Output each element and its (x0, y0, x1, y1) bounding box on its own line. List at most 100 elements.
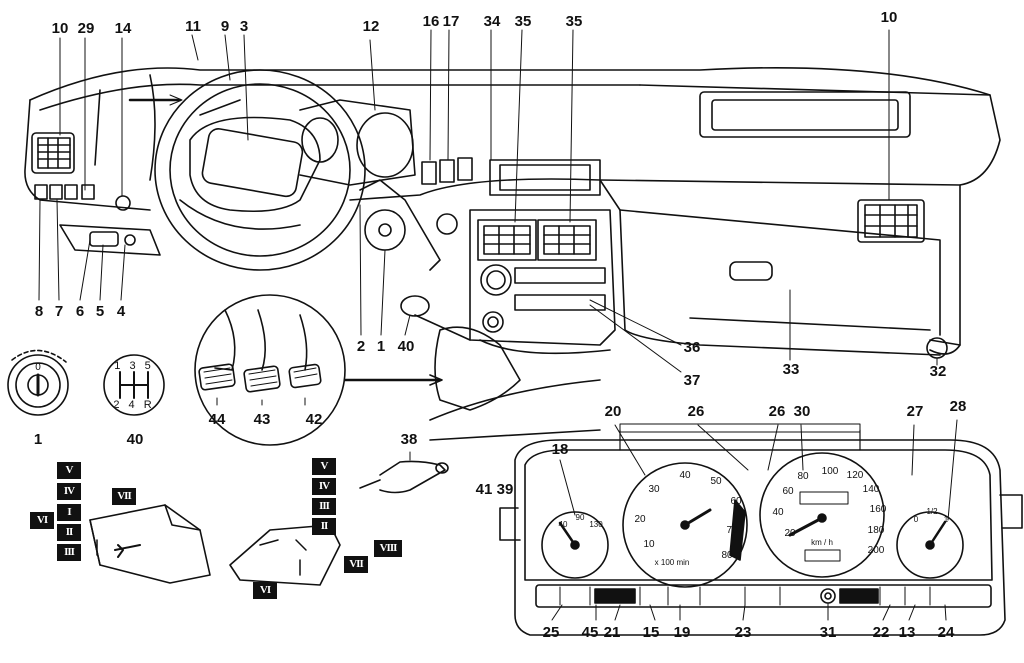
callout-4: 4 (116, 303, 126, 320)
fuel-tick-half: 1/2 (926, 507, 938, 516)
gear-pattern (103, 354, 165, 416)
instrument-cluster (499, 419, 1023, 636)
position-II-right: II (312, 518, 336, 535)
fuel-tick-full: 1 (943, 515, 949, 524)
stalk-right (229, 524, 341, 586)
speedo-tick-40: 40 (772, 507, 784, 518)
callout-17: 17 (442, 13, 460, 30)
speedo-unit: km / h (811, 538, 833, 547)
lever-38 (359, 451, 449, 494)
callout-1-light-switch: 1 (33, 431, 43, 448)
pedals-detail (194, 294, 443, 446)
callout-44: 44 (208, 411, 226, 428)
position-III-right: III (312, 498, 336, 515)
tacho-tick-60: 60 (730, 496, 742, 507)
center-console (469, 209, 616, 355)
callout-35-right: 35 (565, 13, 583, 30)
callout-45: 45 (581, 624, 599, 641)
callout-28: 28 (949, 398, 967, 415)
tacho-tick-10: 10 (643, 539, 655, 550)
gear-pattern-top: 1 3 5 (114, 360, 154, 372)
callout-15: 15 (642, 624, 660, 641)
speedo-tick-120: 120 (846, 470, 864, 481)
position-IV-left: IV (57, 483, 81, 500)
position-IV-right: IV (312, 478, 336, 495)
callout-2: 2 (356, 338, 366, 355)
speedo-tick-60: 60 (782, 486, 794, 497)
tacho-tick-40: 40 (679, 470, 691, 481)
callout-21: 21 (603, 624, 621, 641)
fuel-tick-empty: 0 (913, 515, 919, 524)
steering-wheel (154, 69, 366, 271)
tacho-tick-30: 30 (648, 484, 660, 495)
cluster-small (299, 99, 416, 186)
callout-20: 20 (604, 403, 622, 420)
temp-tick-90: 90 (575, 513, 585, 522)
position-VI-left: VI (30, 512, 54, 529)
position-V-left: V (57, 462, 81, 479)
callout-8: 8 (34, 303, 44, 320)
callout-40-gear-pattern: 40 (126, 431, 144, 448)
position-VII-left: VII (112, 488, 136, 505)
center-switches (421, 157, 601, 196)
position-III-left: III (57, 544, 81, 561)
callout-22: 22 (872, 624, 890, 641)
gear-lever (400, 295, 601, 441)
callout-1-ignition: 1 (376, 338, 386, 355)
callout-39: 39 (496, 481, 514, 498)
position-V-right: V (312, 458, 336, 475)
speedo-tick-80: 80 (797, 471, 809, 482)
callout-24: 24 (937, 624, 955, 641)
callout-9: 9 (220, 18, 230, 35)
callout-13: 13 (898, 624, 916, 641)
callout-7: 7 (54, 303, 64, 320)
stalk-left (89, 504, 211, 584)
callout-6: 6 (75, 303, 85, 320)
speedo-tick-180: 180 (867, 525, 885, 536)
light-switch (7, 349, 69, 416)
callout-30: 30 (793, 403, 811, 420)
right-vent (857, 199, 925, 243)
light-switch-zero: 0 (35, 362, 41, 373)
tacho-tick-70: 70 (726, 525, 738, 536)
callout-12: 12 (362, 18, 380, 35)
callout-16: 16 (422, 13, 440, 30)
callout-37: 37 (683, 372, 701, 389)
callout-34: 34 (483, 13, 501, 30)
left-switch-row (34, 184, 161, 256)
callout-11: 11 (185, 18, 201, 35)
callout-32: 32 (929, 363, 947, 380)
callout-40-lever: 40 (397, 338, 415, 355)
left-vent (31, 132, 75, 174)
position-II-left: II (57, 524, 81, 541)
callout-19: 19 (673, 624, 691, 641)
tacho-tick-80: 80 (721, 550, 733, 561)
speedo-tick-200: 200 (867, 545, 885, 556)
callout-31: 31 (819, 624, 837, 641)
position-VIII-right: VIII (374, 540, 402, 557)
callout-33: 33 (782, 361, 800, 378)
temp-tick-40: 40 (558, 520, 568, 529)
position-I-left: I (57, 504, 81, 521)
callout-36: 36 (683, 339, 701, 356)
callout-23: 23 (734, 624, 752, 641)
ignition (359, 179, 458, 271)
callout-10-right-vent: 10 (880, 9, 898, 26)
callout-35-left: 35 (514, 13, 532, 30)
callout-3: 3 (239, 18, 249, 35)
callout-26-left: 26 (687, 403, 705, 420)
tacho-unit: x 100 min (654, 558, 690, 567)
callout-38: 38 (400, 431, 418, 448)
speedo-tick-20: 20 (784, 528, 796, 539)
callout-41: 41 (475, 481, 493, 498)
callout-10-left-vent: 10 (51, 20, 69, 37)
speedo-tick-140: 140 (862, 484, 880, 495)
dashboard-outline (24, 66, 1001, 356)
callout-27: 27 (906, 403, 924, 420)
position-VII-right: VII (344, 556, 368, 573)
callout-29: 29 (77, 20, 95, 37)
temp-tick-130: 130 (589, 520, 603, 529)
tacho-tick-20: 20 (634, 514, 646, 525)
